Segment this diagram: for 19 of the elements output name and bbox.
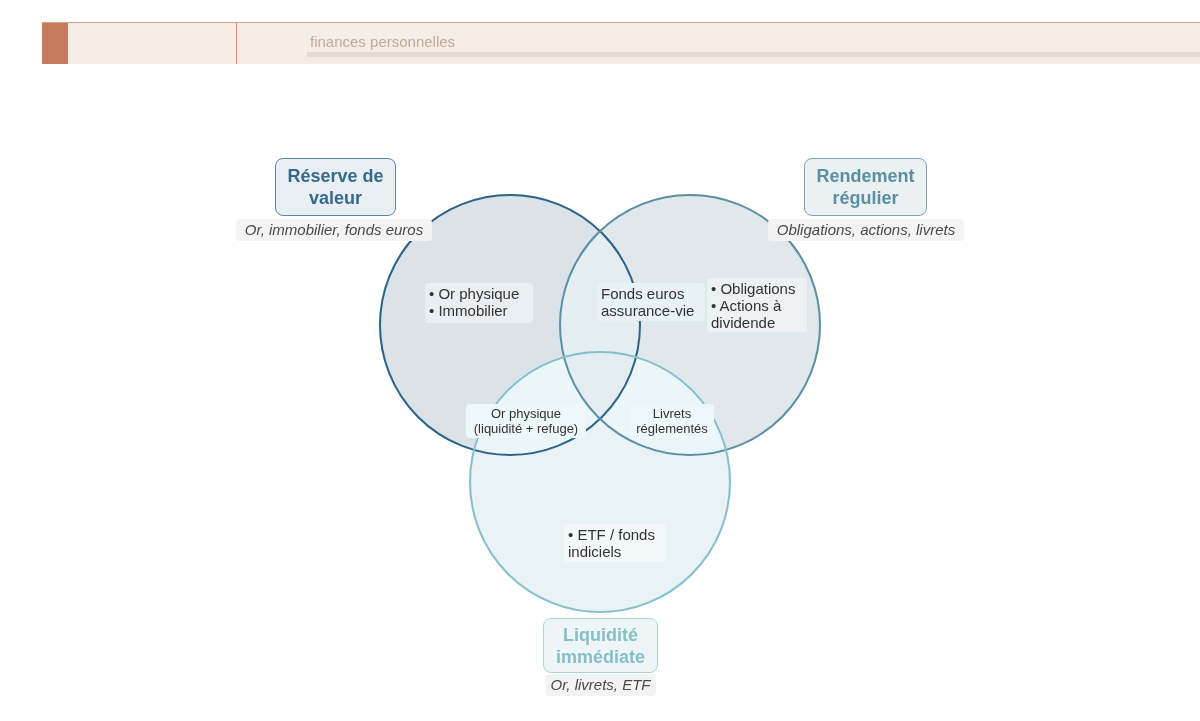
category-title: Réserve de valeur (286, 165, 385, 209)
category-title: Liquidité immédiate (554, 623, 646, 668)
category-examples: Obligations, actions, livrets (768, 219, 964, 241)
category-box (543, 618, 658, 673)
list-item: • Actions à dividende (711, 297, 783, 331)
category-box (275, 158, 396, 216)
category-box (804, 158, 927, 216)
list-item: • Or physique (429, 285, 521, 302)
list-item: • ETF / fonds indiciels (568, 526, 656, 560)
region-text: Livrets réglementés (635, 406, 709, 436)
list-item: • Immobilier (429, 302, 509, 319)
region-text: Fonds euros assurance-vie (601, 285, 696, 319)
header-subtitle: finances personnelles (310, 33, 456, 51)
category-examples: Or, livrets, ETF (545, 674, 656, 696)
region-label-box (466, 404, 586, 438)
category-title: Rendement régulier (815, 165, 916, 209)
region-text: Or physique (liquidité + refuge) (472, 406, 580, 436)
list-item: • Obligations (711, 280, 797, 297)
category-examples: Or, immobilier, fonds euros (236, 219, 432, 241)
